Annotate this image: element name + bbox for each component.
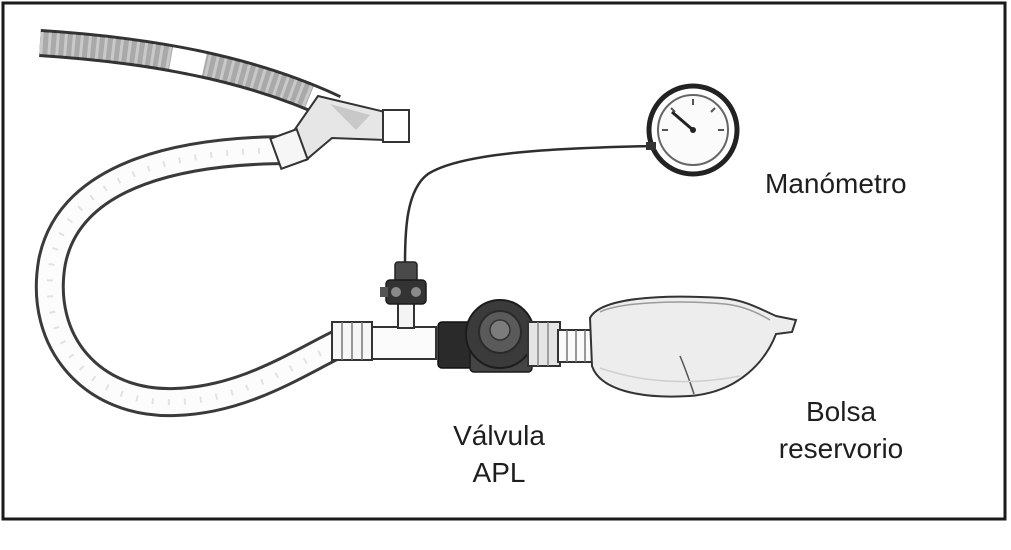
label-reservoir-bag-line1: Bolsa (806, 396, 876, 427)
reservoir-bag-icon (588, 295, 798, 398)
stopcock-icon (380, 261, 427, 305)
figure-frame (1, 1, 1007, 521)
label-apl-valve-line2: APL (473, 457, 526, 488)
corrugated-hose-loop (34, 135, 349, 418)
apl-valve-icon (437, 299, 561, 373)
y-piece-connector (269, 94, 410, 171)
bag-neck-connector (557, 329, 593, 363)
t-connector (331, 299, 437, 361)
manometer-gauge-icon (646, 83, 740, 177)
label-manometer: Manómetro (765, 168, 907, 199)
upper-hose (39, 29, 341, 121)
label-apl-valve-line1: Válvula (453, 420, 545, 451)
manometer-wire (403, 144, 653, 265)
label-reservoir-bag-line2: reservorio (779, 433, 903, 464)
